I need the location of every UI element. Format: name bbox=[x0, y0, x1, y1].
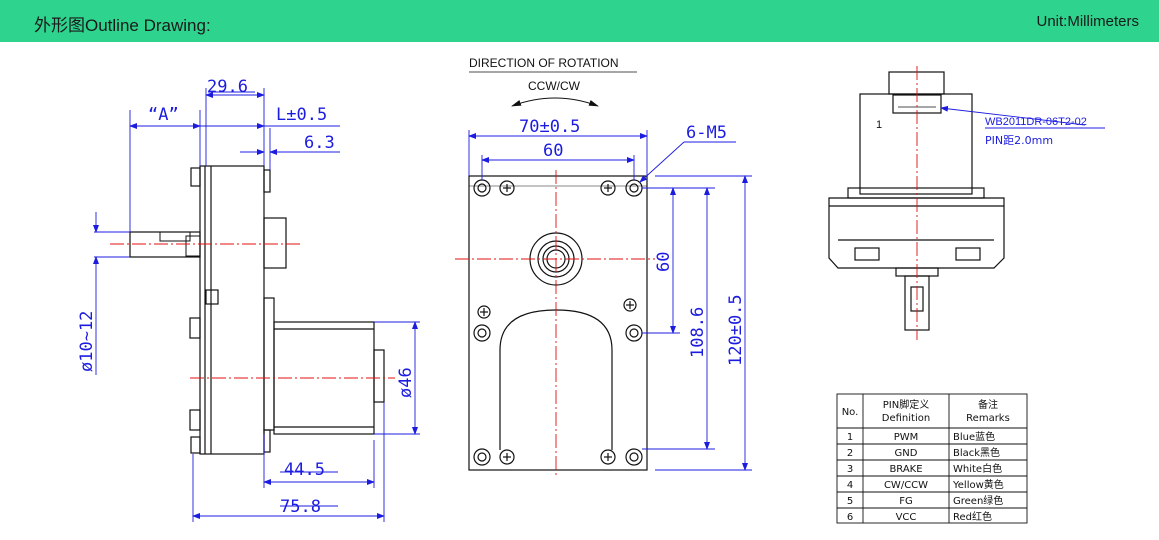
dim-29-6: 29.6 bbox=[207, 77, 248, 97]
dim-6-m5: 6-M5 bbox=[686, 123, 727, 143]
table-cell-no: 6 bbox=[847, 512, 853, 523]
dim-6-3: 6.3 bbox=[304, 133, 335, 153]
table-cell-no: 1 bbox=[847, 432, 853, 443]
title-bar: 外形图Outline Drawing: Unit:Millimeters bbox=[0, 0, 1159, 42]
side-centerlines bbox=[110, 243, 395, 379]
dim-44-5: 44.5 bbox=[284, 460, 325, 480]
mount-hole bbox=[473, 179, 491, 197]
dim-motor-diameter: ø46 bbox=[396, 367, 416, 398]
screw bbox=[499, 180, 515, 196]
screw bbox=[600, 449, 616, 465]
screw bbox=[499, 449, 515, 465]
header-def-cn: PIN脚定义 bbox=[883, 398, 929, 411]
mount-hole bbox=[473, 324, 491, 342]
mount-hole bbox=[625, 324, 643, 342]
pin1-label: 1 bbox=[876, 119, 882, 131]
gearbox-body bbox=[199, 165, 265, 455]
header-rem-cn: 备注 bbox=[978, 398, 998, 411]
motor-endcap bbox=[373, 349, 385, 403]
header-rem-en: Remarks bbox=[966, 413, 1010, 424]
screw bbox=[600, 180, 616, 196]
table-cell-no: 4 bbox=[847, 480, 853, 491]
rotation-direction: CCW/CW bbox=[528, 79, 581, 93]
header-no: No. bbox=[842, 407, 859, 418]
rotation-title: DIRECTION OF ROTATION bbox=[469, 56, 619, 70]
end-view: 1 WB2011DR-06T2-02 PIN距2.0mm bbox=[828, 66, 1105, 340]
table-cell-def: GND bbox=[895, 448, 918, 459]
table-cell-def: PWM bbox=[894, 432, 919, 443]
table-cell-def: BRAKE bbox=[889, 464, 922, 475]
dim-l-tolerance: L±0.5 bbox=[276, 105, 327, 125]
table-cell-remark: White白色 bbox=[953, 462, 1002, 475]
dim-75-8: 75.8 bbox=[280, 497, 321, 517]
motor-endcap-top bbox=[888, 71, 945, 95]
motor-flange bbox=[263, 297, 275, 431]
table-cell-remark: Red红色 bbox=[953, 510, 992, 523]
table-cell-remark: Yellow黄色 bbox=[952, 478, 1004, 491]
connector-model: WB2011DR-06T2-02 bbox=[985, 116, 1087, 128]
mount-ear-top bbox=[190, 167, 201, 187]
table-cell-remark: Black黑色 bbox=[953, 446, 1000, 459]
dim-120: 120±0.5 bbox=[726, 294, 746, 366]
mount-hole bbox=[625, 179, 643, 197]
rotation-arrow bbox=[511, 97, 599, 107]
table-cell-def: VCC bbox=[896, 512, 917, 523]
table-cell-no: 3 bbox=[847, 464, 853, 475]
side-dimensions bbox=[93, 88, 420, 522]
header-def-en: Definition bbox=[882, 413, 930, 424]
screw bbox=[477, 305, 491, 319]
front-dimensions bbox=[468, 130, 752, 471]
output-boss bbox=[263, 217, 287, 269]
table-cell-remark: Blue蓝色 bbox=[953, 430, 995, 443]
motor-body-top bbox=[859, 93, 973, 195]
dim-60-right: 60 bbox=[654, 252, 674, 272]
gearbox-body-end bbox=[828, 197, 1005, 269]
unit-label: Unit:Millimeters bbox=[1036, 13, 1139, 30]
dim-shaft-diameter: ø10~12 bbox=[77, 311, 97, 372]
front-view: DIRECTION OF ROTATION CCW/CW bbox=[455, 56, 752, 478]
mount-ear-bottom bbox=[190, 436, 201, 454]
table-cell-def: FG bbox=[899, 496, 913, 507]
gearbox-front-plate bbox=[468, 175, 648, 471]
table-cell-def: CW/CCW bbox=[884, 480, 928, 491]
mount-hole bbox=[473, 448, 491, 466]
screw bbox=[623, 298, 637, 312]
front-centerlines bbox=[455, 170, 655, 478]
dim-70: 70±0.5 bbox=[519, 117, 580, 137]
side-view bbox=[129, 165, 385, 455]
dim-60-top: 60 bbox=[543, 141, 563, 161]
table-cell-no: 5 bbox=[847, 496, 853, 507]
page-title: 外形图Outline Drawing: bbox=[34, 16, 211, 35]
connector-pitch: PIN距2.0mm bbox=[985, 134, 1053, 147]
table-cell-no: 2 bbox=[847, 448, 853, 459]
dim-108-6: 108.6 bbox=[688, 307, 708, 358]
pin-table: No. PIN脚定义 Definition 备注 Remarks 1 PWM B… bbox=[836, 393, 1028, 524]
mount-hole bbox=[625, 448, 643, 466]
dim-a: “A” bbox=[148, 105, 179, 125]
table-cell-remark: Green绿色 bbox=[953, 494, 1003, 507]
